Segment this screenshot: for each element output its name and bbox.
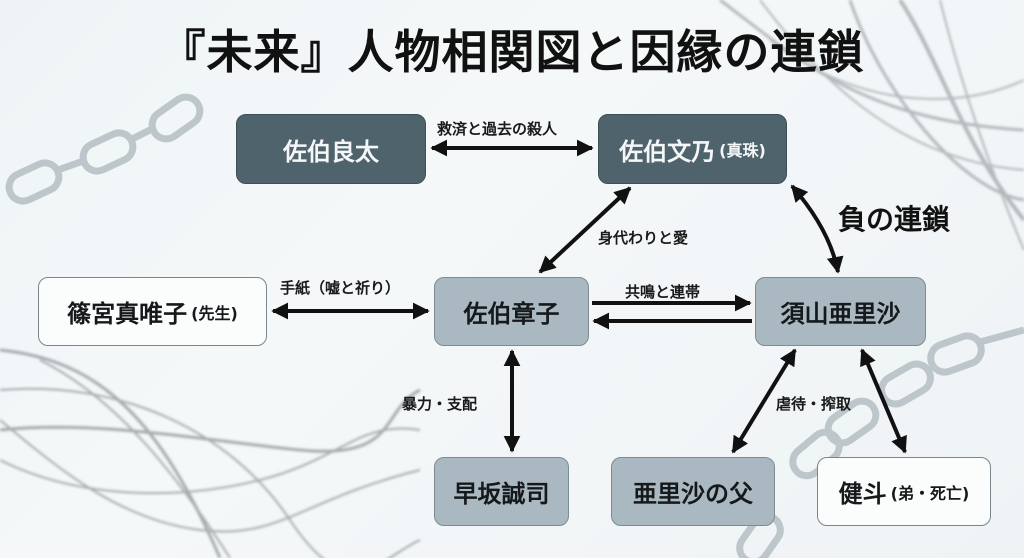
node-shinomiya-maiko: 篠宮真唯子 (先生) (38, 277, 267, 346)
page-title: 『未来』人物相関図と因縁の連鎖 (159, 25, 865, 79)
node-hayasaka-seiji: 早坂誠司 (434, 457, 569, 526)
node-saeki-ryota: 佐伯良太 (236, 114, 426, 184)
label-negative-chain: 負の連鎖 (838, 203, 951, 236)
node-name: 佐伯文乃 (619, 137, 716, 166)
label-maiko-shoko: 手紙（嘘と祈り） (280, 279, 401, 297)
node-name: 篠宮真唯子 (67, 300, 188, 328)
label-shoko-hayasaka: 暴力・支配 (402, 395, 478, 413)
node-arisa-father: 亜里沙の父 (611, 457, 775, 526)
label-fumino-shoko: 身代わりと愛 (598, 229, 689, 247)
node-suyama-arisa: 須山亜里沙 (755, 277, 926, 346)
node-saeki-fumino: 佐伯文乃 (真珠) (598, 114, 787, 184)
node-name: 早坂誠司 (453, 480, 550, 508)
node-kento: 健斗 (弟・死亡) (817, 457, 991, 526)
node-name: 佐伯章子 (463, 300, 560, 328)
node-name: 佐伯良太 (283, 137, 379, 166)
node-note: (先生) (191, 303, 238, 323)
label-ryota-fumino: 救済と過去の殺人 (437, 120, 558, 138)
label-shoko-arisa: 共鳴と連帯 (625, 283, 701, 301)
node-name: 須山亜里沙 (780, 300, 901, 328)
node-name: 健斗 (838, 480, 887, 508)
label-arisa-family: 虐待・搾取 (776, 395, 852, 413)
chain-icon-top-left (5, 93, 204, 205)
arrow-fumino-arisa (790, 184, 844, 274)
arrow-arisa-kento (860, 348, 907, 454)
node-note: (弟・死亡) (890, 483, 970, 503)
node-name: 亜里沙の父 (633, 480, 753, 508)
arrow-fumino-shoko (538, 186, 632, 274)
node-saeki-shoko: 佐伯章子 (434, 277, 589, 346)
node-note: (真珠) (719, 141, 766, 160)
smoke-ribbon-bottom-left (0, 348, 421, 558)
arrow-arisa-father (731, 348, 797, 454)
smoke-ribbon-top-right (719, 0, 1024, 251)
